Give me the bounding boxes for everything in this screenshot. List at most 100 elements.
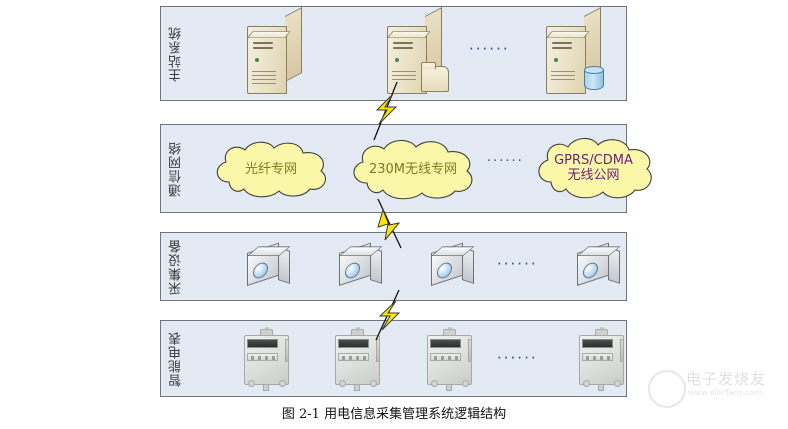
meter-terminal-icon <box>370 380 377 387</box>
meter-indicator-strip <box>338 353 369 361</box>
server-top-panel <box>247 31 291 38</box>
cloud-node-gprs-cdma[interactable]: GPRS/CDMA 无线公网 <box>531 135 656 200</box>
meter-foot <box>263 384 269 391</box>
server-grill-icon <box>392 71 416 72</box>
ellipsis-collection-equipment: ······ <box>497 255 538 273</box>
layer-label-communication-network: 通信网络 <box>163 125 189 212</box>
meter-lcd-display <box>247 339 278 348</box>
watermark-logo-icon <box>648 370 686 408</box>
figure-caption: 图 2-1 用电信息采集管理系统逻辑结构 <box>281 407 507 422</box>
server-vent-icon <box>253 47 273 49</box>
server-grill-icon <box>392 79 416 80</box>
server-led-icon <box>395 58 399 62</box>
meter-side-bar <box>620 339 624 362</box>
meter-seal-cap-icon <box>351 327 364 336</box>
server-node-2[interactable] <box>387 6 449 94</box>
cloud-label-gprs-cdma: GPRS/CDMA 无线公网 <box>554 153 633 183</box>
meter-seal-cap-icon <box>260 327 273 336</box>
meter-indicator-strip <box>430 353 461 361</box>
watermark: 电子发烧友 www.elecfans.com <box>648 366 778 412</box>
cloud-shape-icon <box>353 139 473 200</box>
server-grill-icon <box>252 79 276 80</box>
cloud-shape-icon <box>216 141 326 198</box>
server-top-panel <box>387 31 431 38</box>
meter-foot <box>598 384 604 391</box>
cloud-node-230m[interactable]: 230M无线专网 <box>345 138 481 200</box>
ellipsis-master-station: ······ <box>469 40 510 58</box>
cloud-node-fiber[interactable]: 光纤专网 <box>209 140 333 198</box>
layer-label-communication-network-text: 通信网络 <box>168 140 184 197</box>
layer-master-station: 主站系统 <box>160 6 627 101</box>
server-grill-icon <box>252 83 276 84</box>
meter-seal-cap-icon <box>595 327 608 336</box>
server-grill-icon <box>252 71 276 72</box>
ellipsis-smart-meters: ······ <box>497 349 538 367</box>
meter-terminal-icon <box>248 380 255 387</box>
cloud-label-fiber: 光纤专网 <box>244 161 297 177</box>
layer-content-master-station: ······ <box>191 6 626 100</box>
document-folder-icon <box>421 62 449 92</box>
meter-terminal-icon <box>583 380 590 387</box>
meter-terminal-icon <box>339 380 346 387</box>
server-vent-icon <box>552 42 572 44</box>
server-grill-icon <box>252 75 276 76</box>
layer-content-collection-equipment: ······ <box>191 233 626 300</box>
meter-terminal-icon <box>614 380 621 387</box>
meter-terminal-icon <box>462 380 469 387</box>
meter-indicator-strip <box>582 353 613 361</box>
meter-indicator-strip <box>247 353 278 361</box>
server-grill-icon <box>551 75 575 76</box>
meter-terminal-icon <box>279 380 286 387</box>
collector-node-2[interactable] <box>339 242 383 288</box>
meter-node-3[interactable] <box>424 327 476 391</box>
collector-node-4[interactable] <box>577 242 621 288</box>
layer-collection-equipment: 采集设备 ······ <box>160 232 627 301</box>
server-top-panel <box>546 31 590 38</box>
server-grill-icon <box>551 79 575 80</box>
cloud-label-gprs-cdma-line1: GPRS/CDMA <box>554 152 633 168</box>
meter-node-4[interactable] <box>576 327 628 391</box>
meter-node-2[interactable] <box>332 327 384 391</box>
database-cylinder-top <box>584 66 604 74</box>
layer-label-smart-meters: 智能电表 <box>163 321 189 396</box>
layer-label-master-station-text: 主站系统 <box>168 25 184 82</box>
server-grill-icon <box>551 71 575 72</box>
collector-node-1[interactable] <box>247 242 291 288</box>
meter-side-bar <box>285 339 289 362</box>
layer-label-collection-equipment-text: 采集设备 <box>168 238 184 295</box>
layer-content-communication-network: 光纤专网 230M无线专网 ······ GPRS/CDMA 无线公网 <box>191 125 652 212</box>
server-side-panel <box>285 6 302 83</box>
server-vent-icon <box>552 47 572 49</box>
ellipsis-communication-network: ······ <box>487 154 524 169</box>
meter-terminal-icon <box>431 380 438 387</box>
cloud-label-gprs-cdma-line2: 无线公网 <box>567 167 620 183</box>
watermark-url: www.elecfans.com <box>688 388 763 397</box>
watermark-name: 电子发烧友 <box>686 370 767 388</box>
layer-label-smart-meters-text: 智能电表 <box>168 330 184 387</box>
meter-side-bar <box>468 339 472 362</box>
layer-label-master-station: 主站系统 <box>163 7 189 100</box>
layer-content-smart-meters: ······ <box>191 321 626 396</box>
layer-communication-network: 通信网络 光纤专网 230M无线专网 ······ <box>160 124 652 213</box>
server-vent-icon <box>393 42 413 44</box>
server-led-icon <box>255 58 259 62</box>
server-vent-icon <box>253 42 273 44</box>
layer-label-collection-equipment: 采集设备 <box>163 233 189 300</box>
server-node-3[interactable] <box>546 6 604 94</box>
cloud-shape-icon <box>538 137 652 199</box>
server-vent-icon <box>393 47 413 49</box>
server-grill-icon <box>392 75 416 76</box>
meter-lcd-display <box>338 339 369 348</box>
collector-node-3[interactable] <box>431 242 475 288</box>
meter-lcd-display <box>582 339 613 348</box>
meter-foot <box>446 384 452 391</box>
layer-smart-meters: 智能电表 <box>160 320 627 397</box>
server-led-icon <box>554 58 558 62</box>
meter-foot <box>354 384 360 391</box>
meter-node-1[interactable] <box>241 327 293 391</box>
meter-seal-cap-icon <box>443 327 456 336</box>
database-icon <box>584 66 604 92</box>
meter-lcd-display <box>430 339 461 348</box>
server-node-1[interactable] <box>247 6 303 94</box>
